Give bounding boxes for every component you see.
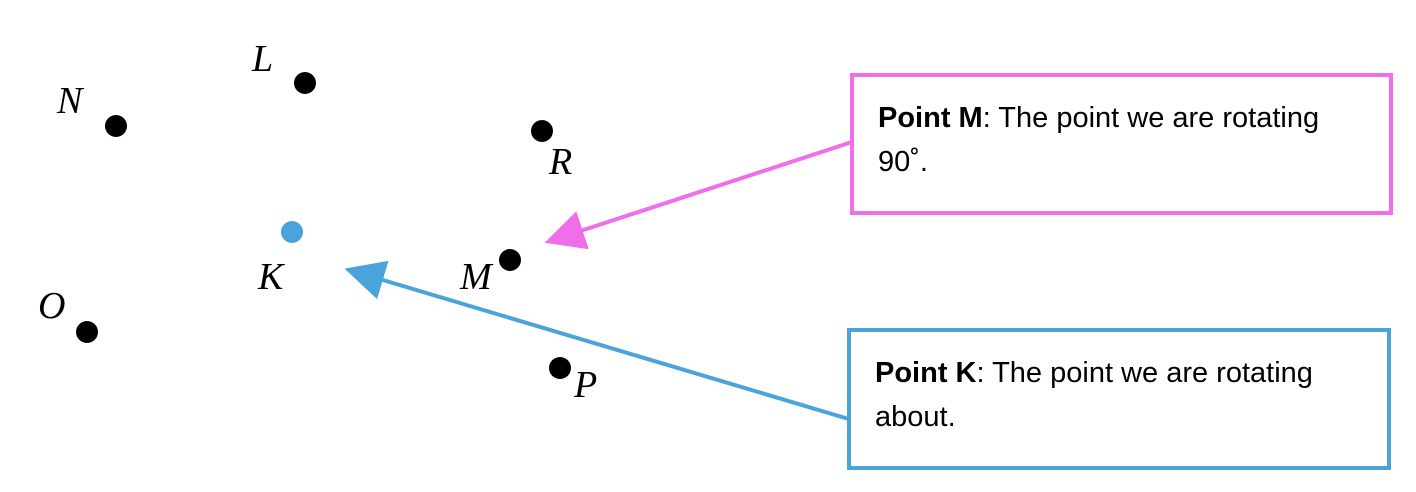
callout-k-title: Point K (875, 357, 977, 389)
callout-m-text: : The point we are rotating 90˚. (878, 102, 1320, 178)
point-k-label: K (258, 256, 284, 298)
arrow-to-point-m (544, 140, 853, 250)
point-m-label: M (460, 256, 492, 298)
point-p-label: P (574, 364, 598, 406)
point-p-dot (549, 357, 571, 379)
callout-m-title: Point M (878, 102, 983, 134)
point-n-label: N (57, 80, 83, 122)
point-l-label: L (252, 38, 274, 80)
point-n-dot (105, 115, 127, 137)
point-l-dot (294, 72, 316, 94)
point-k-dot (281, 221, 303, 243)
arrow-to-point-k (344, 260, 853, 422)
point-r-dot (531, 120, 553, 142)
point-o-dot (76, 321, 98, 343)
point-r-label: R (549, 141, 573, 183)
point-o-label: O (38, 285, 66, 327)
callout-k-text: : The point we are rotating about. (875, 357, 1313, 433)
callout-point-m: Point M: The point we are rotating 90˚. (850, 73, 1393, 215)
point-m-dot (499, 249, 521, 271)
callout-point-k: Point K: The point we are rotating about… (847, 328, 1391, 470)
